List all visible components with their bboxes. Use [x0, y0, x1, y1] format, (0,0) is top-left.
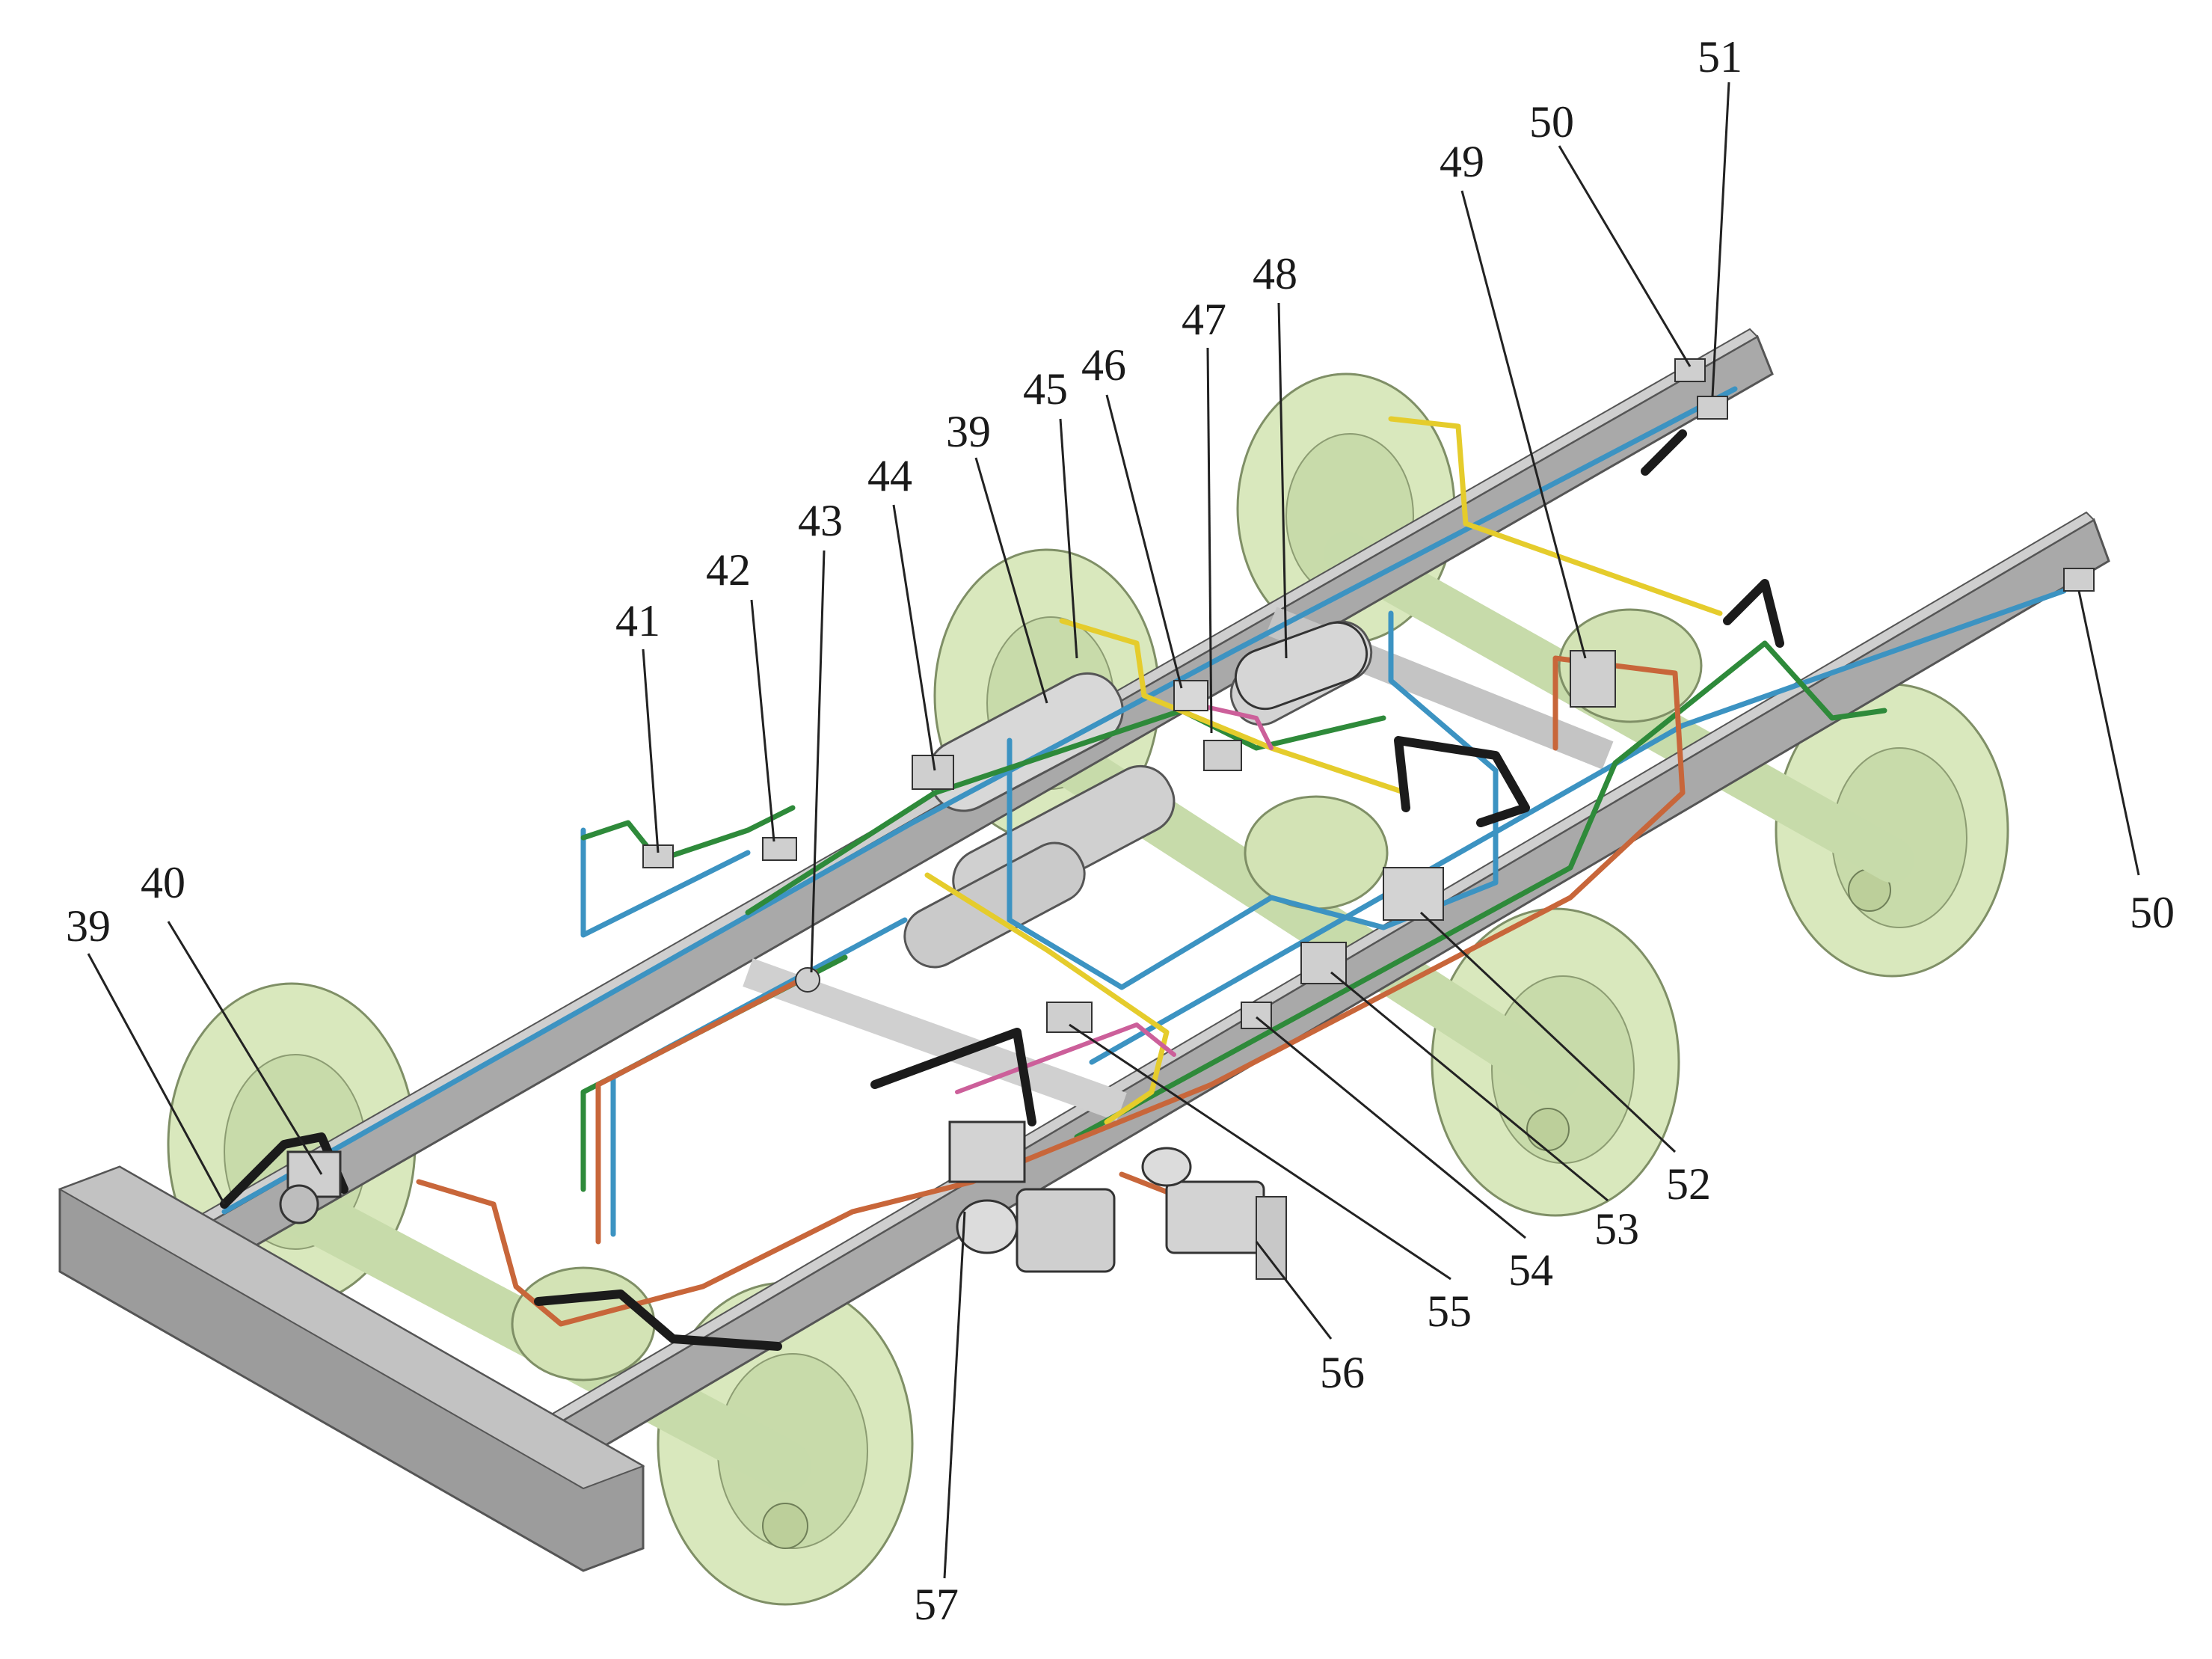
valve-42: [762, 837, 797, 861]
hose-center: [870, 1028, 1036, 1126]
front-differential: [511, 1266, 656, 1382]
line-blue-loop: [580, 827, 751, 938]
line-blue-main: [221, 386, 1738, 1215]
callout-52: 52: [1666, 1159, 1711, 1209]
hose-rear: [1723, 579, 1784, 648]
callout-42: 42: [706, 545, 751, 595]
valve-49: [1570, 650, 1616, 708]
callout-54: 54: [1508, 1245, 1553, 1295]
valve-52: [1383, 867, 1444, 921]
valve-53: [1300, 942, 1347, 984]
callout-46: 46: [1081, 340, 1126, 390]
line-orange-main: [969, 655, 1686, 1185]
callout-50-right: 50: [2130, 888, 2175, 937]
line-yellow-main: [1059, 618, 1409, 796]
line-orange-left: [595, 969, 818, 1245]
coupling-50-right: [2063, 568, 2095, 592]
callout-39-left: 39: [66, 901, 111, 951]
callouts: 39 40 41 42 43 44 39 45 46 47 48 49 50 5…: [66, 32, 2175, 1629]
callout-50-top: 50: [1529, 97, 1574, 147]
coupling-51: [1697, 396, 1728, 420]
callout-47: 47: [1182, 295, 1226, 344]
callout-41: 41: [615, 596, 660, 645]
line-yellow-rear: [1388, 416, 1723, 616]
air-compressor: [956, 1188, 1116, 1273]
callout-43: 43: [798, 496, 843, 545]
line-green-right: [1074, 640, 1768, 1140]
callout-53: 53: [1594, 1204, 1639, 1254]
valve-47: [1203, 740, 1242, 771]
brake-valve-57: [948, 1120, 1026, 1183]
callout-40: 40: [141, 858, 185, 907]
air-tank-lower: [903, 841, 1086, 969]
brake-chamber-front: [279, 1184, 319, 1224]
air-tank-48: [1234, 621, 1368, 711]
line-green-left: [580, 805, 796, 863]
components: [279, 358, 2095, 1280]
callout-55: 55: [1427, 1287, 1472, 1336]
line-blue-cross: [1007, 610, 1499, 990]
callout-39-center: 39: [946, 407, 991, 456]
hose-middle: [1394, 736, 1530, 827]
line-green-far: [1762, 640, 1887, 721]
fitting-43: [795, 967, 820, 993]
chassis-frame: [58, 328, 2110, 1572]
line-yellow-cross: [924, 872, 1170, 1125]
crossmember-1: [743, 958, 1127, 1121]
callout-56: 56: [1320, 1348, 1365, 1397]
wheel-rear-right: [1775, 683, 2009, 978]
coupling-50-top: [1674, 358, 1706, 382]
line-orange-front: [416, 1179, 975, 1327]
leader-lines: [87, 82, 2140, 1579]
valve-55: [1046, 1002, 1093, 1033]
hose-rear-left-rail: [1641, 429, 1687, 476]
valve-46: [1173, 680, 1208, 711]
front-bumper-top: [58, 1165, 645, 1490]
callout-44: 44: [867, 451, 912, 500]
middle-differential: [1244, 795, 1389, 910]
callout-48: 48: [1253, 249, 1297, 298]
air-dryer-56: [1141, 1147, 1287, 1280]
callout-57: 57: [914, 1580, 959, 1629]
callout-45: 45: [1023, 364, 1068, 414]
line-blue-right-rail: [1089, 588, 2067, 1065]
line-pink: [955, 1022, 1176, 1094]
callout-49: 49: [1440, 137, 1484, 186]
callout-51: 51: [1698, 32, 1742, 82]
hose-front-axle: [534, 1290, 782, 1351]
